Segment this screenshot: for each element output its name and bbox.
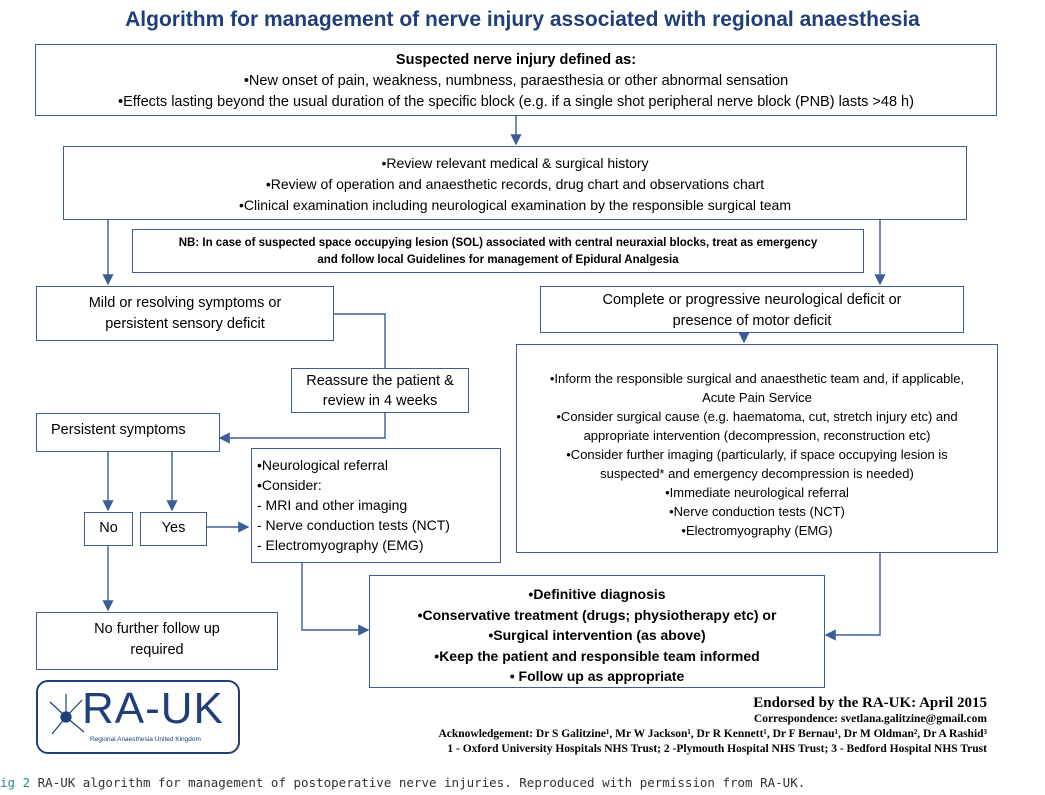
nofollow-line: No further follow up — [94, 621, 220, 637]
nb-sol-box: NB: In case of suspected space occupying… — [132, 229, 864, 273]
neuro-line: - Electromyography (EMG) — [257, 537, 424, 553]
nb-line: and follow local Guidelines for manageme… — [317, 254, 679, 266]
mild-symptoms-box: Mild or resolving symptoms or persistent… — [36, 286, 334, 341]
ra-uk-logo: RA-UK Regional Anaesthesia United Kingdo… — [36, 680, 240, 754]
caption-text: RA-UK algorithm for management of postop… — [37, 775, 806, 790]
inform-line: •Nerve conduction tests (NCT) — [669, 504, 845, 519]
inform-line: •Electromyography (EMG) — [681, 523, 833, 538]
suspected-line: •Effects lasting beyond the usual durati… — [118, 94, 914, 110]
inform-line: Acute Pain Service — [702, 390, 812, 405]
neuro-line: - MRI and other imaging — [257, 497, 408, 513]
arrow-inform-to-definitive — [824, 553, 881, 641]
neuro-referral-box: •Neurological referral •Consider: - MRI … — [251, 448, 501, 563]
nb-line: NB: In case of suspected space occupying… — [178, 237, 818, 249]
definitive-line: •Definitive diagnosis — [528, 586, 666, 602]
yes-box: Yes — [140, 512, 207, 546]
yes-label: Yes — [161, 520, 186, 536]
neuro-line: - Nerve conduction tests (NCT) — [257, 517, 450, 533]
complete-deficit-box: Complete or progressive neurological def… — [540, 286, 964, 333]
definitive-line: • Follow up as appropriate — [509, 668, 685, 684]
definitive-diagnosis-box: •Definitive diagnosis •Conservative trea… — [369, 575, 825, 688]
definitive-line: •Surgical intervention (as above) — [488, 627, 706, 643]
no-label: No — [99, 520, 118, 536]
review-line: •Review relevant medical & surgical hist… — [381, 155, 649, 171]
reassure-line: review in 4 weeks — [322, 393, 438, 409]
inform-line: appropriate intervention (decompression,… — [583, 428, 931, 443]
review-line: •Review of operation and anaesthetic rec… — [265, 176, 765, 192]
neuro-line: •Consider: — [257, 477, 322, 493]
neuron-icon — [49, 694, 85, 735]
inform-line: •Inform the responsible surgical and ana… — [549, 371, 965, 386]
mild-line: Mild or resolving symptoms or — [88, 295, 282, 311]
review-box: •Review relevant medical & surgical hist… — [63, 146, 967, 220]
complete-line: Complete or progressive neurological def… — [602, 292, 902, 308]
definitive-line: •Keep the patient and responsible team i… — [434, 647, 760, 664]
definitive-line: •Conservative treatment (drugs; physioth… — [417, 606, 777, 623]
inform-line: •Immediate neurological referral — [665, 485, 849, 500]
affiliations-line: 1 - Oxford University Hospitals NHS Trus… — [447, 743, 987, 755]
no-box: No — [84, 512, 133, 546]
suspected-injury-box: Suspected nerve injury defined as: •New … — [35, 44, 997, 116]
line-mild-to-reassure — [334, 313, 386, 368]
inform-line: •Consider further imaging (particularly,… — [566, 447, 948, 462]
persistent-symptoms-box: Persistent symptoms — [36, 413, 220, 452]
reassure-box: Reassure the patient & review in 4 weeks — [291, 368, 469, 413]
arrow-neuro-to-definitive — [301, 563, 370, 636]
inform-team-box: •Inform the responsible surgical and ana… — [516, 344, 998, 553]
neuro-line: •Neurological referral — [257, 457, 388, 473]
review-line: •Clinical examination including neurolog… — [239, 197, 791, 213]
correspondence-line: Correspondence: svetlana.galitzine@gmail… — [753, 713, 987, 725]
complete-line: presence of motor deficit — [672, 313, 832, 329]
mild-line: persistent sensory deficit — [105, 316, 265, 332]
no-follow-up-box: No further follow up required — [36, 612, 278, 670]
inform-line: suspected* and emergency decompression i… — [600, 466, 914, 481]
suspected-heading: Suspected nerve injury defined as: — [395, 52, 637, 68]
logo-text: RA-UK — [82, 684, 224, 733]
persistent-label: Persistent symptoms — [51, 422, 186, 438]
logo-subtitle: Regional Anaesthesia United Kingdom — [90, 736, 201, 743]
figure-caption: ig 2 RA-UK algorithm for management of p… — [0, 775, 805, 790]
suspected-line: •New onset of pain, weakness, numbness, … — [243, 73, 789, 89]
reassure-line: Reassure the patient & — [306, 373, 454, 389]
acknowledgement-line: Acknowledgement: Dr S Galitzine¹, Mr W J… — [438, 728, 987, 740]
endorsed-line: Endorsed by the RA-UK: April 2015 — [753, 695, 987, 711]
arrow-reassure-to-persistent — [218, 413, 386, 444]
nofollow-line: required — [130, 642, 184, 658]
diagram-title: Algorithm for management of nerve injury… — [125, 8, 920, 31]
inform-line: •Consider surgical cause (e.g. haematoma… — [556, 409, 958, 424]
caption-label: ig 2 — [0, 775, 31, 790]
